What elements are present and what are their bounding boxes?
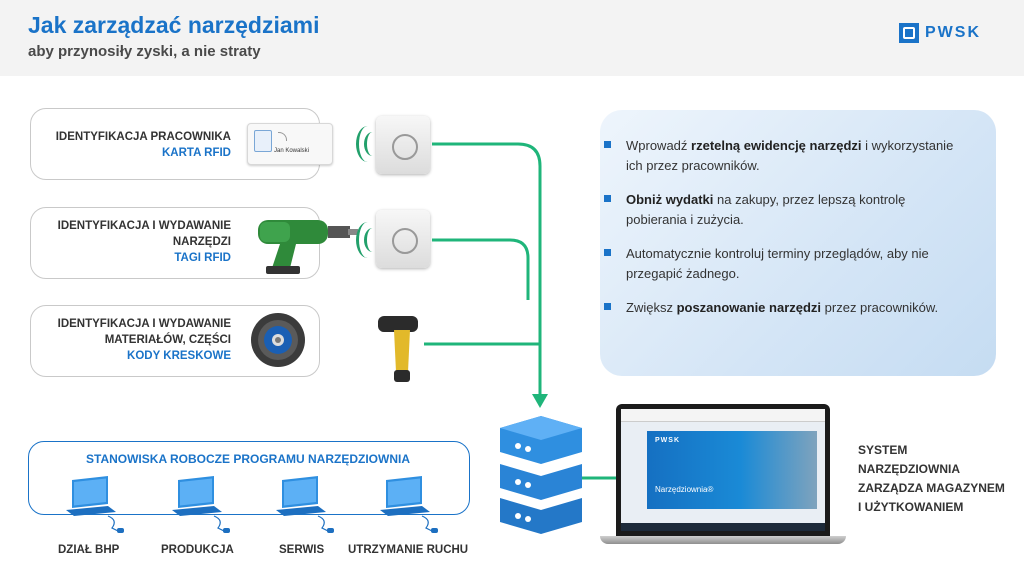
connector-line-rfid-card bbox=[432, 142, 542, 396]
arrow-head-to-server bbox=[532, 394, 548, 408]
system-line-3: ZARZĄDZA MAGAZYNEM bbox=[858, 481, 1005, 495]
benefit-item: Wprowadź rzetelną ewidencję narzędzi i w… bbox=[604, 136, 966, 176]
connector-line-rfid-tag bbox=[432, 238, 530, 300]
barcode-scanner-icon bbox=[378, 316, 418, 382]
rfid-reader-ring-icon bbox=[392, 134, 418, 160]
benefits-panel: Wprowadź rzetelną ewidencję narzędzi i w… bbox=[600, 110, 996, 376]
rfid-reader-ring-icon bbox=[392, 228, 418, 254]
pwsk-logo: PWSK bbox=[899, 22, 1009, 44]
card-tool-id-label-1: IDENTYFIKACJA I WYDAWANIE bbox=[57, 220, 231, 232]
workstations-box bbox=[28, 441, 470, 515]
card-employee-id-label: IDENTYFIKACJA PRACOWNIKA bbox=[55, 131, 231, 143]
page-title: Jak zarządzać narzędziami bbox=[28, 12, 320, 38]
laptop: PWSK Narzędziownia® bbox=[616, 404, 830, 536]
laptop-screen: PWSK Narzędziownia® bbox=[621, 409, 825, 531]
system-description: SYSTEM NARZĘDZIOWNIA ZARZĄDZA MAGAZYNEM … bbox=[858, 441, 1005, 517]
system-line-2: NARZĘDZIOWNIA bbox=[858, 462, 960, 476]
person-icon bbox=[254, 130, 272, 152]
flap-disc-icon bbox=[251, 313, 305, 367]
station-laptop-icon bbox=[65, 475, 125, 534]
benefit-item: Zwiększ poszanowanie narzędzi przez prac… bbox=[604, 298, 966, 318]
card-tool-id-highlight: TAGI RFID bbox=[174, 252, 231, 264]
rfid-card-image: Jan Kowalski bbox=[247, 123, 333, 165]
rfid-waves-icon bbox=[356, 126, 379, 162]
laptop-icons bbox=[65, 475, 439, 534]
rfid-card-name: Jan Kowalski bbox=[274, 148, 310, 154]
screen-product-name: Narzędziownia® bbox=[655, 485, 714, 494]
station-label-production: PRODUKCJA bbox=[161, 544, 234, 556]
station-label-bhp: DZIAŁ BHP bbox=[58, 544, 120, 556]
rfid-waves-icon bbox=[356, 222, 379, 258]
system-line-4: I UŻYTKOWANIEM bbox=[858, 500, 964, 514]
station-label-service: SERWIS bbox=[279, 544, 325, 556]
station-laptop-icon bbox=[171, 475, 231, 534]
workstations-title: STANOWISKA ROBOCZE PROGRAMU NARZĘDZIOWNI… bbox=[86, 452, 410, 466]
card-employee-id-highlight: KARTA RFID bbox=[162, 147, 231, 159]
screen-logo: PWSK bbox=[655, 437, 680, 444]
pwsk-logo-text: PWSK bbox=[925, 24, 981, 41]
station-laptop-icon bbox=[275, 475, 335, 534]
station-laptop-icon bbox=[379, 475, 439, 534]
card-tool-id-label-2: NARZĘDZI bbox=[172, 236, 231, 248]
system-line-1: SYSTEM bbox=[858, 443, 908, 457]
card-employee-id: IDENTYFIKACJA PRACOWNIKA KARTA RFID Jan … bbox=[30, 108, 333, 180]
rfid-waves-icon bbox=[364, 228, 381, 252]
pwsk-logo-icon bbox=[899, 23, 919, 43]
screen-toolbar bbox=[621, 409, 825, 422]
rfid-reader-1 bbox=[376, 116, 430, 174]
screen-banner: PWSK Narzędziownia® bbox=[647, 431, 817, 509]
header-bar bbox=[0, 0, 1024, 76]
server-icon bbox=[500, 416, 582, 534]
rfid-waves-icon bbox=[364, 132, 381, 156]
rfid-reader-2 bbox=[376, 210, 430, 268]
screen-status-bar bbox=[621, 523, 825, 531]
page-subtitle: aby przynosiły zyski, a nie straty bbox=[28, 43, 261, 60]
card-material-id-highlight: KODY KRESKOWE bbox=[127, 350, 231, 362]
station-label-maintenance: UTRZYMANIE RUCHU bbox=[348, 544, 469, 556]
benefit-item: Obniż wydatki na zakupy, przez lepszą ko… bbox=[604, 190, 966, 230]
laptop-base bbox=[600, 536, 846, 544]
card-material-id-label-2: MATERIAŁÓW, CZĘŚCI bbox=[104, 334, 231, 346]
benefit-item: Automatycznie kontroluj terminy przegląd… bbox=[604, 244, 966, 284]
wifi-icon bbox=[278, 132, 287, 141]
drill-icon bbox=[258, 220, 358, 274]
card-material-id-label-1: IDENTYFIKACJA I WYDAWANIE bbox=[57, 318, 231, 330]
